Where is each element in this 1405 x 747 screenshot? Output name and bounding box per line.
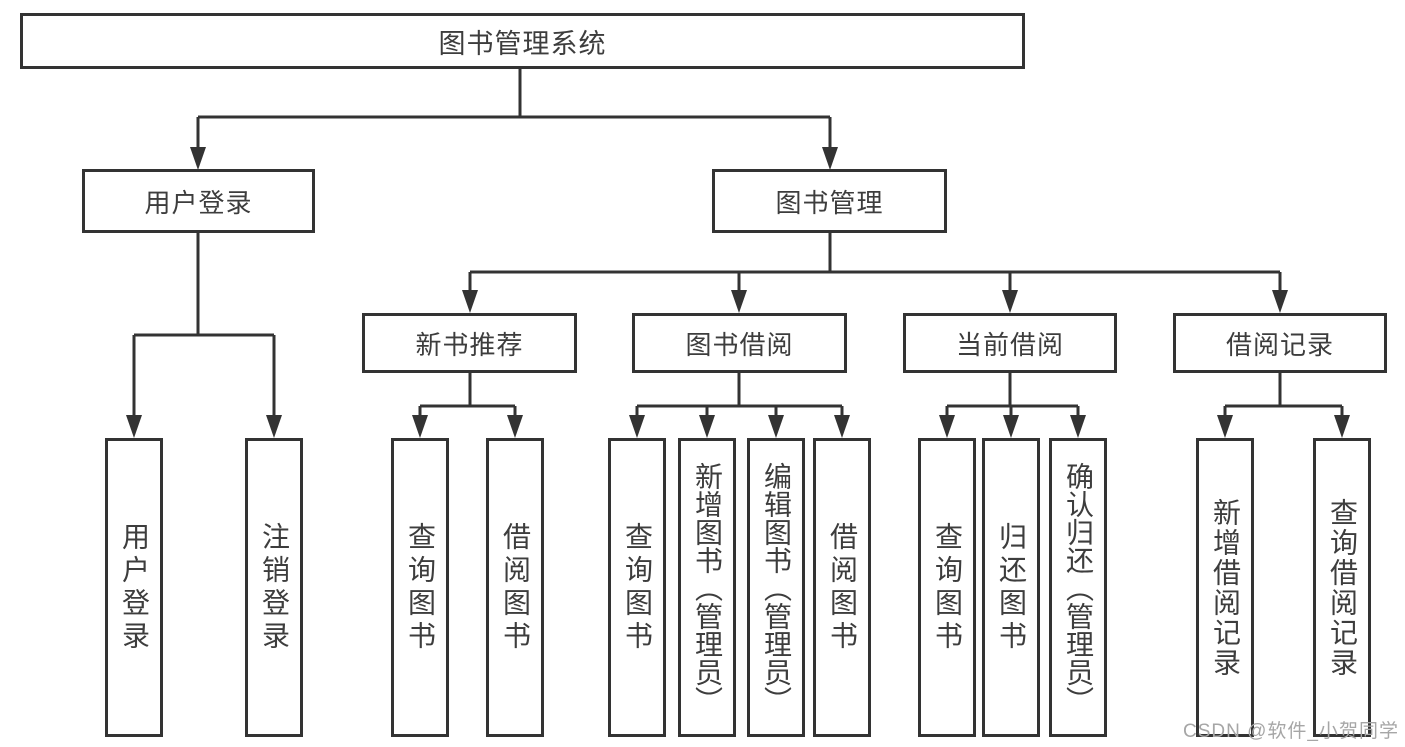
- leaf-user-login: 用户登录: [105, 438, 163, 737]
- leaf-confirm-return-admin: 确认归还（管理员）: [1049, 438, 1107, 737]
- leaf-query-book-current: 查询图书: [918, 438, 976, 737]
- node-book-management-branch: 图书管理: [712, 169, 947, 233]
- leaf-label: 新增借阅记录: [1210, 497, 1241, 678]
- node-current-borrowing: 当前借阅: [903, 313, 1117, 373]
- leaf-label: 查询图书: [622, 521, 653, 654]
- leaf-label: 确认归还（管理员）: [1063, 461, 1094, 714]
- node-borrowing-records: 借阅记录: [1173, 313, 1387, 373]
- leaf-add-borrow-record: 新增借阅记录: [1196, 438, 1254, 737]
- leaf-query-borrow-record: 查询借阅记录: [1313, 438, 1371, 737]
- leaf-label: 归还图书: [996, 521, 1027, 654]
- leaf-borrow-book-recommend: 借阅图书: [486, 438, 544, 737]
- leaf-borrow-book: 借阅图书: [813, 438, 871, 737]
- node-book-borrowing: 图书借阅: [632, 313, 847, 373]
- leaf-label: 新增图书（管理员）: [692, 461, 723, 714]
- csdn-watermark: CSDN @软件_小贺同学: [1183, 721, 1399, 742]
- leaf-add-book-admin: 新增图书（管理员）: [678, 438, 736, 737]
- leaf-label: 用户登录: [119, 521, 150, 654]
- leaf-label: 查询图书: [405, 521, 436, 654]
- node-user-login-branch: 用户登录: [82, 169, 315, 233]
- leaf-logout: 注销登录: [245, 438, 303, 737]
- node-library-management-system: 图书管理系统: [20, 13, 1025, 69]
- leaf-return-book: 归还图书: [982, 438, 1040, 737]
- leaf-label: 查询借阅记录: [1327, 497, 1358, 678]
- leaf-label: 注销登录: [259, 521, 290, 654]
- arrowhead-icons: [126, 147, 1350, 438]
- leaf-edit-book-admin: 编辑图书（管理员）: [747, 438, 805, 737]
- leaf-label: 查询图书: [932, 521, 963, 654]
- leaf-label: 借阅图书: [500, 521, 531, 654]
- node-new-book-recommendation: 新书推荐: [362, 313, 577, 373]
- leaf-query-book-borrow: 查询图书: [608, 438, 666, 737]
- leaf-query-book-recommend: 查询图书: [391, 438, 449, 737]
- leaf-label: 编辑图书（管理员）: [761, 461, 792, 714]
- leaf-label: 借阅图书: [827, 521, 858, 654]
